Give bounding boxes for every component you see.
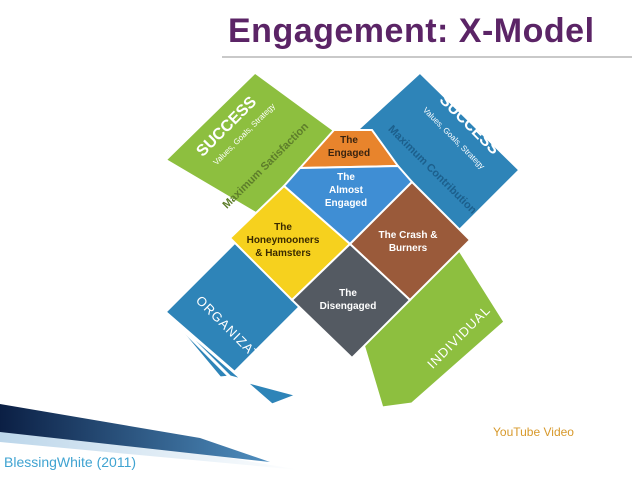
segment-almost-engaged-label: The Almost Engaged [325, 172, 367, 209]
svg-text:Honeymooners: Honeymooners [247, 235, 320, 246]
page-title: Engagement: X-Model [228, 12, 595, 50]
svg-text:Engaged: Engaged [328, 148, 370, 159]
svg-text:The: The [339, 288, 357, 299]
organization-panel-lower [163, 310, 303, 407]
svg-text:The: The [340, 135, 358, 146]
segment-disengaged[interactable] [290, 242, 412, 360]
svg-text:The: The [337, 172, 355, 183]
svg-text:Burners: Burners [389, 243, 428, 254]
segment-honeymooners-label: The Honeymooners & Hamsters [247, 222, 320, 259]
corner-sweep-dark [0, 404, 270, 462]
segment-engaged-label: The Engaged [328, 135, 370, 159]
svg-text:Almost: Almost [329, 185, 364, 196]
corner-sweep-light [0, 412, 300, 470]
segment-disengaged-label: The Disengaged [320, 288, 377, 312]
citation-text: BlessingWhite (2011) [4, 454, 137, 470]
youtube-video-link[interactable]: YouTube Video [493, 425, 574, 439]
svg-text:& Hamsters: & Hamsters [255, 248, 311, 259]
svg-text:Engaged: Engaged [325, 198, 367, 209]
organization-panel-inner [0, 0, 1, 1]
segment-crash-burners-label: The Crash & Burners [379, 230, 438, 254]
svg-text:The Crash &: The Crash & [379, 230, 438, 241]
svg-text:The: The [274, 222, 292, 233]
title-divider [222, 56, 632, 58]
svg-text:Disengaged: Disengaged [320, 301, 377, 312]
